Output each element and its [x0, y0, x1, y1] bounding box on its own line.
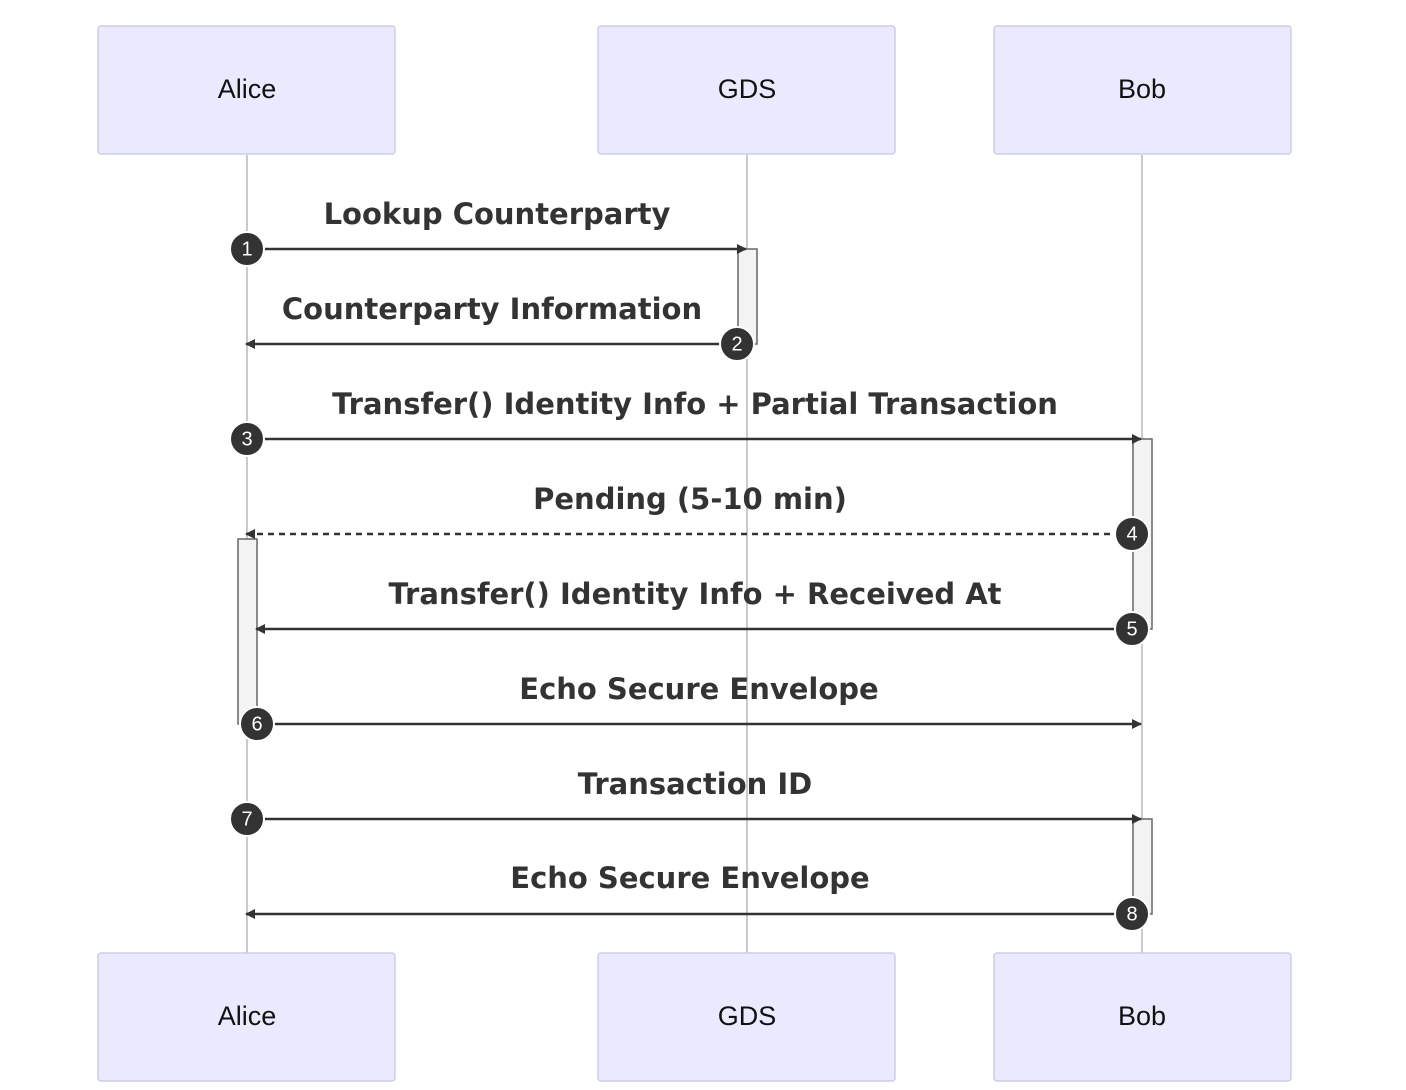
message-7: Transaction ID 7	[229, 767, 1142, 837]
message-4-badge: 4	[1114, 516, 1150, 552]
message-3-label: Transfer() Identity Info + Partial Trans…	[332, 387, 1058, 421]
svg-text:1: 1	[241, 238, 252, 260]
message-6-badge: 6	[239, 706, 275, 742]
actor-top-alice-label: Alice	[218, 74, 277, 104]
message-5-badge: 5	[1114, 611, 1150, 647]
message-1-label: Lookup Counterparty	[324, 197, 671, 231]
actor-top-bob: Bob	[993, 25, 1292, 155]
actor-top-alice: Alice	[97, 25, 396, 155]
message-3: Transfer() Identity Info + Partial Trans…	[229, 387, 1142, 457]
message-8-badge: 8	[1114, 896, 1150, 932]
actor-bottom-alice-label: Alice	[218, 1001, 277, 1031]
message-3-badge: 3	[229, 421, 265, 457]
actor-bottom-alice: Alice	[97, 952, 396, 1082]
svg-text:6: 6	[251, 713, 262, 735]
message-2-label: Counterparty Information	[282, 292, 702, 326]
svg-text:4: 4	[1126, 523, 1137, 545]
message-1: Lookup Counterparty 1	[229, 197, 747, 267]
actor-bottom-gds-label: GDS	[718, 1001, 777, 1031]
actor-top-gds: GDS	[597, 25, 896, 155]
actor-bottom-bob-label: Bob	[1118, 1001, 1166, 1031]
message-2-badge: 2	[719, 326, 755, 362]
message-5-label: Transfer() Identity Info + Received At	[388, 577, 1001, 611]
message-4: Pending (5-10 min) 4	[245, 482, 1150, 552]
actor-top-gds-label: GDS	[718, 74, 777, 104]
svg-text:2: 2	[731, 333, 742, 355]
message-8: Echo Secure Envelope 8	[245, 861, 1150, 932]
message-8-label: Echo Secure Envelope	[510, 861, 869, 895]
svg-text:7: 7	[241, 808, 252, 830]
message-1-badge: 1	[229, 231, 265, 267]
activation-alice	[237, 538, 258, 725]
message-6: Echo Secure Envelope 6	[239, 672, 1142, 742]
svg-text:8: 8	[1126, 903, 1137, 925]
message-2: Counterparty Information 2	[245, 292, 755, 362]
actor-top-bob-label: Bob	[1118, 74, 1166, 104]
message-7-badge: 7	[229, 801, 265, 837]
actor-bottom-gds: GDS	[597, 952, 896, 1082]
message-4-label: Pending (5-10 min)	[533, 482, 847, 516]
actor-bottom-bob: Bob	[993, 952, 1292, 1082]
message-7-label: Transaction ID	[578, 767, 812, 801]
message-6-label: Echo Secure Envelope	[519, 672, 878, 706]
message-5: Transfer() Identity Info + Received At 5	[255, 577, 1150, 647]
svg-text:3: 3	[241, 428, 252, 450]
svg-text:5: 5	[1126, 618, 1137, 640]
